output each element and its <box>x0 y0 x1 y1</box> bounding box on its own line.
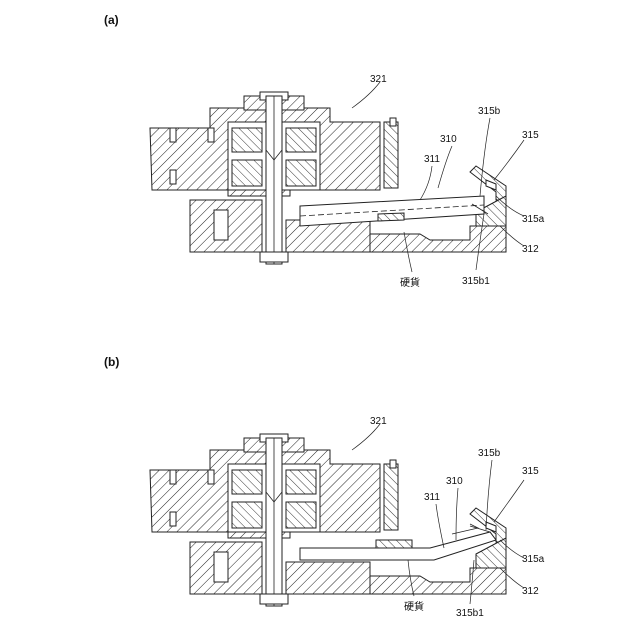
callout-coin-path: 310 <box>446 476 463 487</box>
panel-label: (a) <box>104 13 119 27</box>
callout-stopper-edge: 315b1 <box>456 608 484 619</box>
callout-rail: 312 <box>522 244 539 255</box>
callout-rail: 312 <box>522 586 539 597</box>
callout-gate: 315 <box>522 466 539 477</box>
callout-gate-lip: 315a <box>522 214 545 225</box>
callout-guide: 311 <box>424 154 440 165</box>
coin-shape <box>300 196 484 226</box>
callout-stopper: 315b <box>478 106 501 117</box>
callout-gate-lip: 315a <box>522 554 545 565</box>
mechanism-drawing <box>150 434 506 606</box>
callout-guide: 311 <box>424 492 440 503</box>
callout-housing: 321 <box>370 74 387 85</box>
callout-housing: 321 <box>370 416 387 427</box>
callout-coin-path: 310 <box>440 134 457 145</box>
callout-coin: 硬貨 <box>404 600 424 613</box>
callout-stopper: 315b <box>478 448 501 459</box>
mechanism-drawing <box>150 92 506 264</box>
panel-a: (a) 321 310 311 315b 315 315a 312 315b1 … <box>104 13 545 289</box>
callout-stopper-edge: 315b1 <box>462 276 490 287</box>
panel-label: (b) <box>104 355 119 369</box>
callout-coin: 硬貨 <box>400 276 420 289</box>
panel-b: (b) 321 310 311 315b 315 315a 312 315b1 … <box>104 355 545 619</box>
callout-gate: 315 <box>522 130 539 141</box>
